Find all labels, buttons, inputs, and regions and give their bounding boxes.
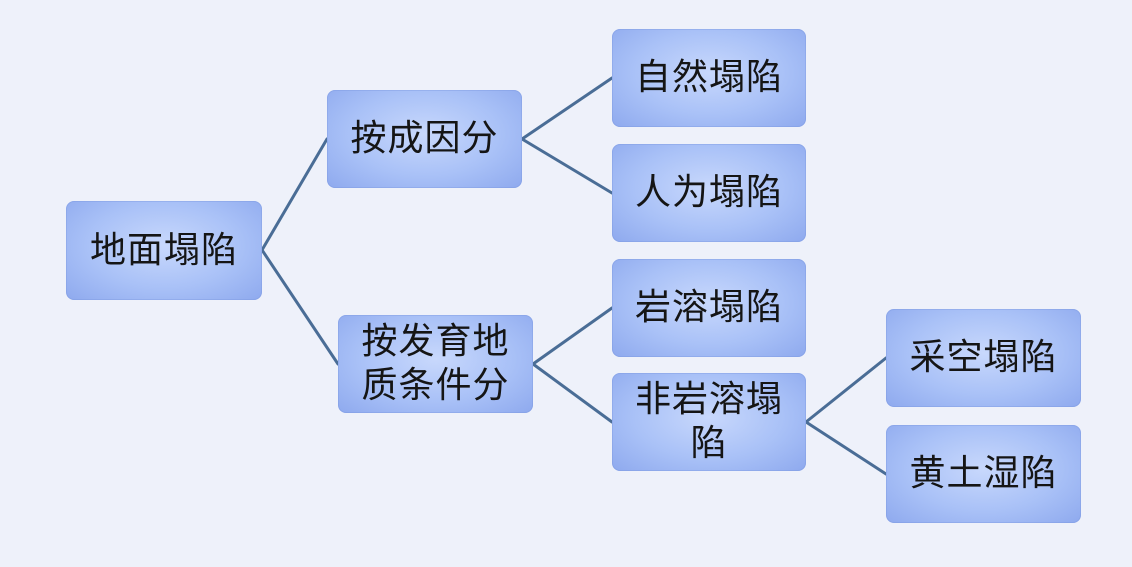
- node-natural: 自然塌陷: [612, 29, 806, 127]
- node-loess: 黄土湿陷: [886, 425, 1081, 523]
- node-non-karst: 非岩溶塌陷: [612, 373, 806, 471]
- node-mining: 采空塌陷: [886, 309, 1081, 407]
- node-by-cause: 按成因分: [327, 90, 522, 188]
- node-human-label: 人为塌陷: [634, 172, 783, 213]
- node-karst: 岩溶塌陷: [612, 259, 806, 357]
- node-root: 地面塌陷: [66, 201, 262, 300]
- connector-root-by-geology: [260, 248, 340, 366]
- connector-root-by-cause: [260, 137, 329, 252]
- node-human: 人为塌陷: [612, 144, 806, 242]
- connector-by-cause-natural: [520, 76, 614, 141]
- node-by-cause-label: 按成因分: [350, 118, 499, 159]
- node-natural-label: 自然塌陷: [634, 57, 783, 98]
- connector-non-karst-loess: [804, 420, 888, 476]
- connector-by-geology-karst: [531, 306, 614, 366]
- connector-non-karst-mining: [804, 356, 888, 424]
- node-mining-label: 采空塌陷: [909, 337, 1058, 378]
- node-non-karst-label: 非岩溶塌陷: [634, 379, 783, 464]
- node-karst-label: 岩溶塌陷: [634, 287, 783, 328]
- node-by-geology-label: 按发育地质条件分: [361, 321, 510, 406]
- connector-by-geology-non-karst: [531, 362, 614, 424]
- node-loess-label: 黄土湿陷: [909, 453, 1058, 494]
- node-root-label: 地面塌陷: [89, 229, 238, 271]
- connector-by-cause-human: [520, 137, 614, 195]
- node-by-geology: 按发育地质条件分: [338, 315, 533, 413]
